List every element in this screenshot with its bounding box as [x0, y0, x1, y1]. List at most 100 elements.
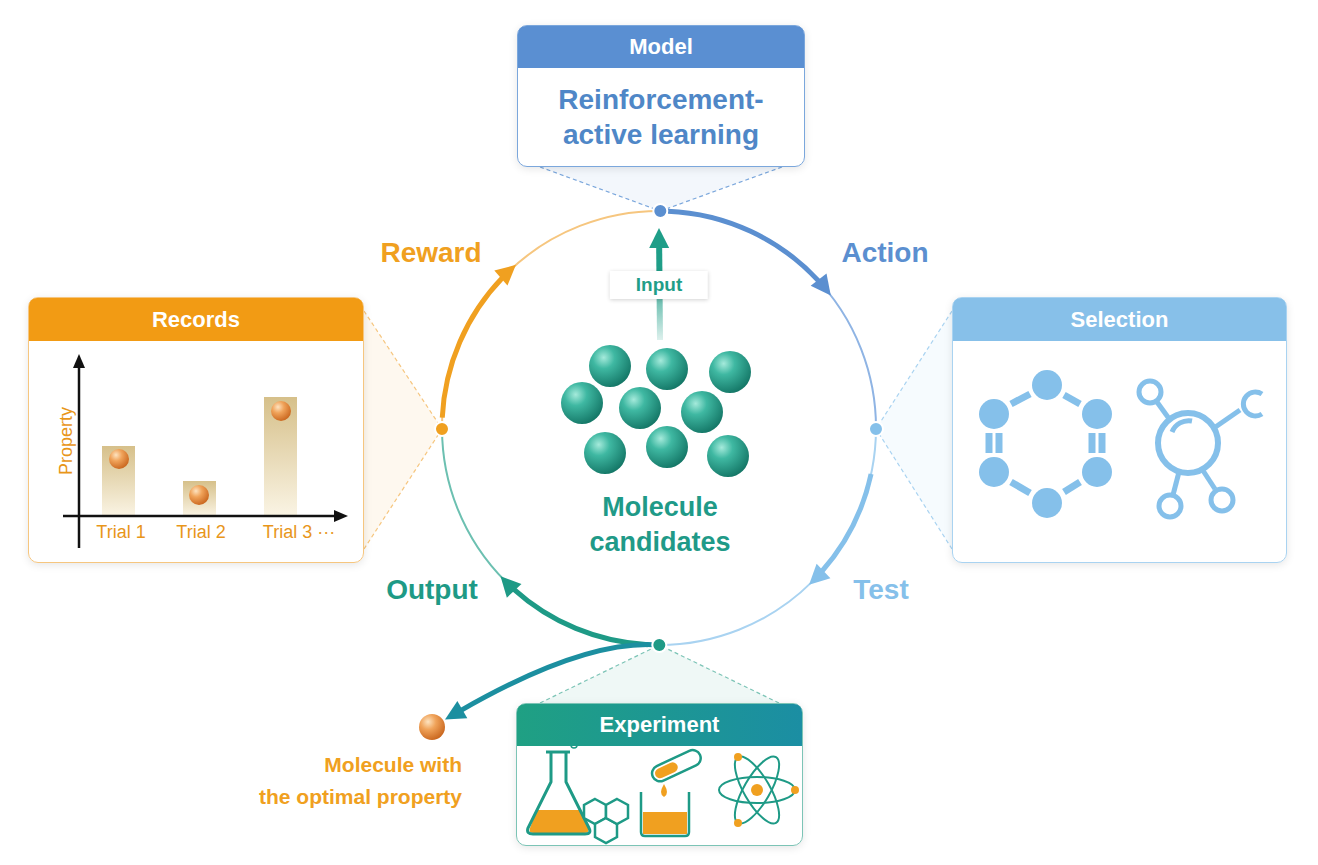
leader-lines: [364, 167, 952, 703]
art-rect: [649, 747, 703, 783]
leader-line: [659, 645, 779, 703]
axis-tick-label: Trial 3 ···: [263, 522, 335, 543]
art-line: [63, 515, 336, 518]
leader-glow: [540, 645, 779, 703]
art-circle: [791, 786, 799, 794]
model-box: ModelReinforcement- active learning: [517, 25, 805, 167]
art-line: [1202, 469, 1215, 489]
junction-dots: [435, 204, 883, 652]
art-line: [1173, 472, 1179, 495]
art-ellipse: [727, 751, 788, 830]
art-polygon: [606, 799, 628, 824]
art-rect: [653, 761, 679, 780]
group-label: Molecule candidates: [555, 490, 765, 560]
art-circle: [1082, 399, 1112, 429]
art-rect: [643, 812, 687, 834]
leader-line: [364, 429, 442, 549]
leader-glow: [364, 311, 442, 549]
art-circle: [1159, 495, 1181, 517]
art-path: [1243, 392, 1262, 416]
art-g: [719, 751, 795, 830]
art-circle: [584, 432, 626, 474]
art-line: [1099, 433, 1106, 453]
art-rect: [183, 481, 216, 516]
arrow-head: [649, 228, 669, 248]
art-path: [641, 792, 689, 836]
art-line: [1064, 395, 1080, 404]
art-line: [1089, 433, 1096, 453]
art-circle: [734, 753, 742, 761]
art-path: [1172, 421, 1192, 432]
art-path: [530, 810, 589, 833]
box-heading: Experiment: [517, 704, 802, 746]
art-line: [1157, 402, 1170, 420]
junction-dot: [435, 422, 449, 436]
box-heading: Model: [518, 26, 804, 68]
experiment-box: Experiment: [516, 703, 803, 846]
art-circle: [619, 387, 661, 429]
leader-line: [876, 429, 952, 549]
art-circle: [646, 426, 688, 468]
result-molecule-ball: [418, 713, 446, 741]
leader-line: [364, 311, 442, 429]
arrow-head: [811, 273, 831, 295]
leader-glow: [876, 311, 952, 549]
art-circle: [1032, 488, 1062, 518]
art-circle: [109, 449, 129, 469]
arrow-shaft: [442, 277, 503, 417]
art-circle: [189, 485, 209, 505]
art-circle: [1032, 370, 1062, 400]
arrow-head: [494, 265, 516, 286]
axis-tick-label: Trial 2: [176, 522, 225, 543]
junction-dot: [869, 422, 883, 436]
art-circle: [646, 348, 688, 390]
art-circle: [561, 382, 603, 424]
art-line: [1011, 394, 1030, 404]
box-heading: Records: [29, 298, 363, 341]
art-line: [1214, 410, 1240, 428]
records-chart: [63, 354, 348, 548]
edge-label: Action: [841, 237, 928, 269]
art-polygon: [73, 354, 85, 368]
arrow-shaft: [822, 474, 872, 572]
art-line: [1064, 482, 1080, 492]
art-circle: [271, 401, 291, 421]
molecule-spheres: [561, 345, 751, 477]
art-polygon: [334, 510, 348, 522]
edge-label: Test: [853, 574, 909, 606]
art-g: [649, 747, 703, 783]
art-ellipse: [719, 777, 795, 803]
art-circle: [751, 784, 763, 796]
selection-box: Selection: [952, 297, 1287, 563]
box-heading: Selection: [953, 298, 1286, 341]
arrow-shaft: [513, 589, 648, 645]
art-circle: [1082, 457, 1112, 487]
art-circle: [707, 435, 749, 477]
art-g: [1139, 381, 1262, 517]
art-rect: [102, 446, 135, 516]
ball-shape: [419, 714, 445, 740]
junction-dot: [652, 638, 666, 652]
arrow-head: [501, 576, 522, 597]
arrow-shaft: [461, 645, 660, 711]
junction-dot: [653, 204, 667, 218]
art-circle: [1211, 489, 1233, 511]
art-circle: [1158, 413, 1218, 473]
leader-line: [660, 167, 782, 211]
records-box: RecordsPropertyTrial 1Trial 2Trial 3 ···: [28, 297, 364, 563]
leader-line: [540, 645, 659, 703]
art-rect: [264, 397, 297, 516]
art-line: [1011, 482, 1030, 493]
result-label: Molecule with the optimal property: [222, 749, 462, 813]
art-line: [986, 433, 993, 453]
model-body: Reinforcement- active learning: [518, 68, 804, 166]
edge-label: Output: [386, 574, 478, 606]
art-circle: [681, 391, 723, 433]
art-ellipse: [727, 751, 788, 830]
optimal-molecule: Molecule with the optimal property: [222, 712, 462, 816]
leader-line: [876, 311, 952, 429]
art-circle: [1139, 381, 1161, 403]
molecule-group: Molecule candidates: [555, 340, 765, 562]
edge-label: Reward: [380, 237, 481, 269]
